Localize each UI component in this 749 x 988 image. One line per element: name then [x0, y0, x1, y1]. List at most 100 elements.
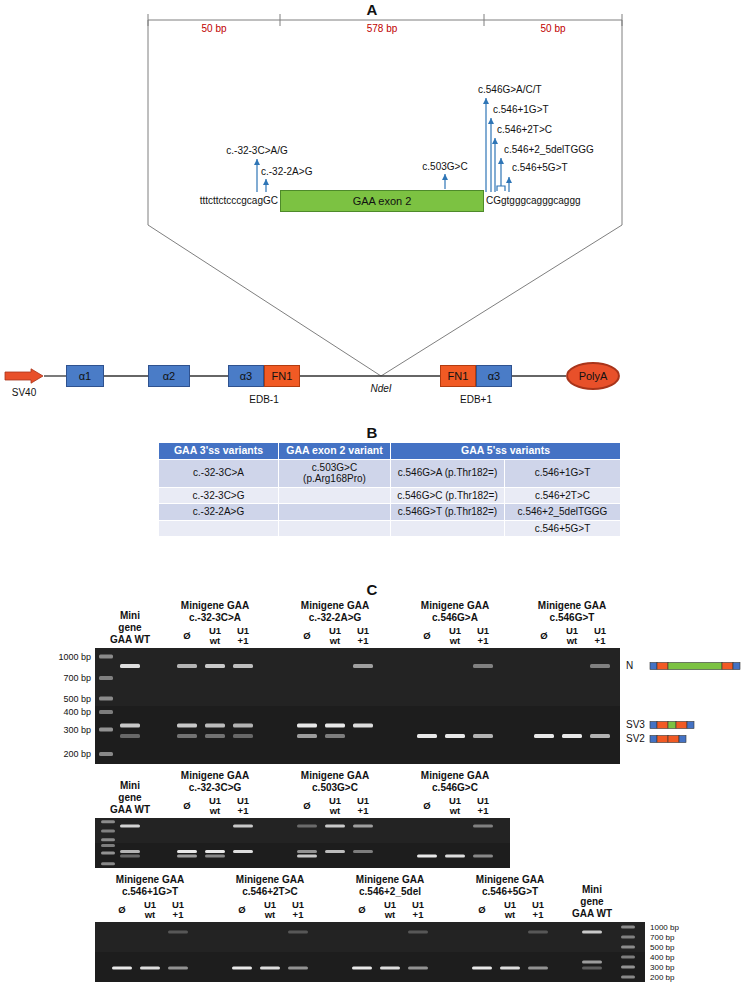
insert-line — [148, 225, 622, 376]
gel-band — [353, 825, 373, 828]
gel-band — [582, 961, 602, 964]
lane-label: U1 wt — [204, 626, 226, 646]
lane-label: U1 wt — [324, 626, 346, 646]
gel-band — [101, 862, 115, 865]
transcript-exon — [687, 722, 694, 729]
gel-image — [95, 648, 620, 764]
table-cell: c.546+1G>T — [505, 459, 621, 487]
gel-band — [297, 825, 317, 828]
variant-label: c.546+2T>C — [497, 124, 552, 136]
lane-group-header: Minigene GAA c.546+1G>T — [111, 874, 189, 898]
gel-band — [205, 850, 225, 853]
polya-ellipse: PolyA — [566, 362, 620, 390]
table-cell-text: c.546G>C (p.Thr182=) — [397, 490, 498, 501]
transcript-exon — [668, 722, 676, 729]
lane-group-header: Minigene GAA c.546G>C — [416, 770, 494, 794]
table-cell — [159, 520, 279, 537]
gel-band — [101, 820, 115, 823]
variant-label: c.-32-3C>A/G — [226, 145, 287, 157]
lane-group-header: Minigene GAA c.-32-2A>G — [296, 600, 374, 624]
table-cell: GAA 3'ss variants — [159, 443, 279, 460]
ladder-size: 500 bp — [63, 694, 91, 704]
transcript-exon — [650, 663, 657, 670]
backbone-line — [300, 375, 440, 376]
gel-band — [353, 664, 373, 668]
lane-label: U1 +1 — [232, 626, 254, 646]
lane-label: Ø — [351, 905, 373, 915]
lane-label: U1 +1 — [352, 796, 374, 816]
gel-band — [120, 850, 140, 853]
gel-band — [590, 734, 610, 738]
gel-band — [297, 724, 317, 728]
gel-band — [99, 655, 113, 659]
gel-shading — [95, 648, 620, 706]
gel-band — [534, 734, 554, 738]
transcript-exon — [657, 722, 668, 729]
node-label: FN1 — [448, 370, 469, 383]
lane-label: U1 wt — [259, 900, 281, 920]
variant-arrow — [500, 158, 501, 186]
transcript-exon — [657, 736, 668, 743]
gel-band — [408, 931, 428, 934]
gel-band — [99, 752, 113, 756]
variant-label: c.546+5G>T — [512, 162, 568, 174]
lane-label: Ø — [533, 631, 555, 641]
lane-label: Ø — [416, 801, 438, 811]
promoter-arrow: SV40 — [4, 368, 44, 402]
gel-band — [177, 664, 197, 668]
sequence-text: CGgtgggcagggcaggg — [486, 195, 581, 207]
lane-label: Ø — [296, 631, 318, 641]
gel-band — [353, 850, 373, 853]
node-label: SV40 — [4, 387, 44, 399]
table-cell-text: c.-32-3C>G — [193, 490, 245, 501]
gel-band — [408, 967, 428, 970]
lane-label: Ø — [296, 801, 318, 811]
gel-band — [621, 926, 635, 929]
ladder-size: 500 bp — [650, 943, 674, 952]
variant-arrow — [508, 177, 509, 192]
lane-label: U1 wt — [379, 900, 401, 920]
variant-arrow — [490, 118, 491, 192]
node-label: α2 — [163, 370, 175, 383]
gel-band — [325, 850, 345, 853]
lane-group-header: Minigene GAA c.-32-3C>G — [176, 770, 254, 794]
table-header: GAA 3'ss variants — [174, 444, 263, 456]
gel-band — [205, 854, 225, 857]
lane-label: U1 wt — [444, 796, 466, 816]
table-cell-text: c.546+2T>C — [535, 490, 590, 501]
variant-arrow — [494, 138, 495, 192]
exon-junction-label: EDB+1 — [460, 394, 492, 406]
ladder-size: 300 bp — [650, 963, 674, 972]
gel-band — [417, 854, 437, 857]
gel-band — [232, 967, 252, 970]
node-label: GAA exon 2 — [353, 195, 412, 208]
variant-label: c.546+2_5delTGGG — [504, 144, 594, 156]
gel-band — [297, 854, 317, 857]
gel-band — [99, 697, 113, 701]
variant-arrow — [265, 179, 266, 192]
ellipse-shape — [567, 363, 619, 389]
lane-header: Mini gene GAA WT — [570, 884, 614, 920]
gel-band — [582, 967, 602, 970]
gel-band — [621, 956, 635, 959]
transcript-exon — [668, 736, 679, 743]
exon-box: α3 — [476, 365, 512, 387]
gel-band — [140, 967, 160, 970]
gel-band — [120, 854, 140, 857]
lane-label: Ø — [231, 905, 253, 915]
gel-band — [177, 734, 197, 738]
gel-band — [233, 734, 253, 738]
transcript-exon — [676, 722, 687, 729]
table-cell-text: c.-32-2A>G — [193, 506, 244, 517]
table-cell-text: c.-32-3C>A — [193, 467, 244, 478]
lane-group-header: Minigene GAA c.546+5G>T — [471, 874, 549, 898]
gel-band — [473, 734, 493, 738]
lane-header: Mini gene GAA WT — [108, 610, 152, 646]
gel-shading — [95, 818, 510, 843]
lane-label: U1 +1 — [527, 900, 549, 920]
gel-band — [621, 946, 635, 949]
gel-band — [101, 844, 115, 847]
lane-label: U1 wt — [561, 626, 583, 646]
table-header: GAA exon 2 variant — [286, 444, 382, 456]
lane-label: Ø — [176, 801, 198, 811]
